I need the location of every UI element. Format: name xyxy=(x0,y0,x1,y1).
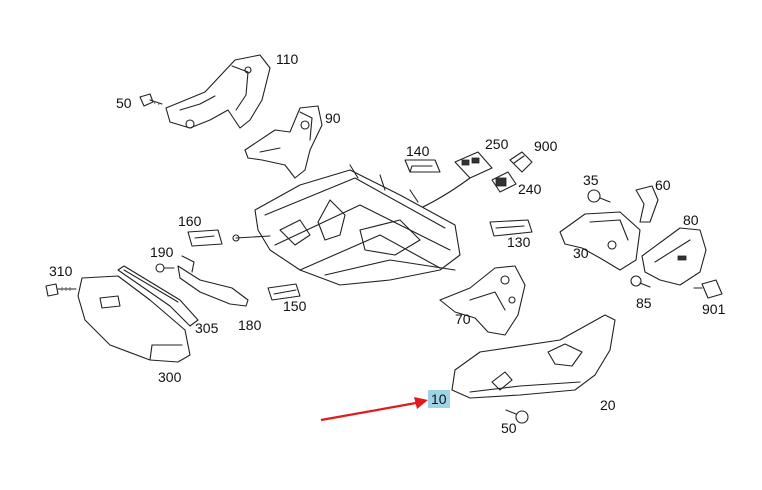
part-10-20-side-panel xyxy=(451,314,616,399)
label-130: 130 xyxy=(507,234,531,250)
part-35-screw xyxy=(587,189,611,203)
label-150: 150 xyxy=(283,298,307,314)
part-310-screw xyxy=(45,283,77,297)
label-70: 70 xyxy=(455,311,471,327)
part-901-connector xyxy=(693,279,723,299)
part-160-clip xyxy=(187,229,223,247)
part-85-screw xyxy=(630,275,651,288)
label-20: 20 xyxy=(600,397,616,413)
label-50-top: 50 xyxy=(116,95,132,111)
label-300: 300 xyxy=(158,369,182,385)
highlight-box-10 xyxy=(428,390,450,408)
label-240: 240 xyxy=(518,181,542,197)
label-30: 30 xyxy=(573,245,589,261)
label-85: 85 xyxy=(636,295,652,311)
label-80: 80 xyxy=(683,212,699,228)
part-180-bracket xyxy=(177,255,249,307)
part-150-clip xyxy=(267,283,301,301)
label-190: 190 xyxy=(150,244,174,260)
label-90: 90 xyxy=(325,110,341,126)
label-140: 140 xyxy=(406,143,430,159)
label-10: 10 xyxy=(431,391,447,407)
part-70-bracket xyxy=(439,265,526,336)
seat-frame xyxy=(232,164,461,286)
label-110: 110 xyxy=(276,51,299,67)
label-60: 60 xyxy=(655,177,671,193)
label-180: 180 xyxy=(238,317,262,333)
part-250-switch xyxy=(454,151,517,193)
label-901: 901 xyxy=(702,301,726,317)
part-300-cover xyxy=(77,275,191,363)
part-60-latch xyxy=(635,185,659,223)
part-130-clip xyxy=(489,219,533,237)
part-305-strip xyxy=(117,265,199,327)
part-50-screw-bottom xyxy=(505,409,529,424)
label-250: 250 xyxy=(485,136,509,152)
red-arrow-indicator xyxy=(320,397,428,422)
label-50-bottom: 50 xyxy=(501,420,517,436)
label-35: 35 xyxy=(583,172,599,188)
label-160: 160 xyxy=(178,213,202,229)
label-900: 900 xyxy=(534,138,558,154)
part-900-connector xyxy=(509,151,533,173)
part-110-shell xyxy=(165,54,271,129)
label-305: 305 xyxy=(195,320,219,336)
part-140-clip xyxy=(404,159,441,173)
part-80-trim xyxy=(641,227,707,286)
part-190-pin xyxy=(155,263,175,273)
part-90-bracket xyxy=(244,105,323,179)
label-310: 310 xyxy=(49,263,73,279)
part-30-mechanism xyxy=(559,211,641,271)
part-50-screw-top xyxy=(139,93,163,107)
